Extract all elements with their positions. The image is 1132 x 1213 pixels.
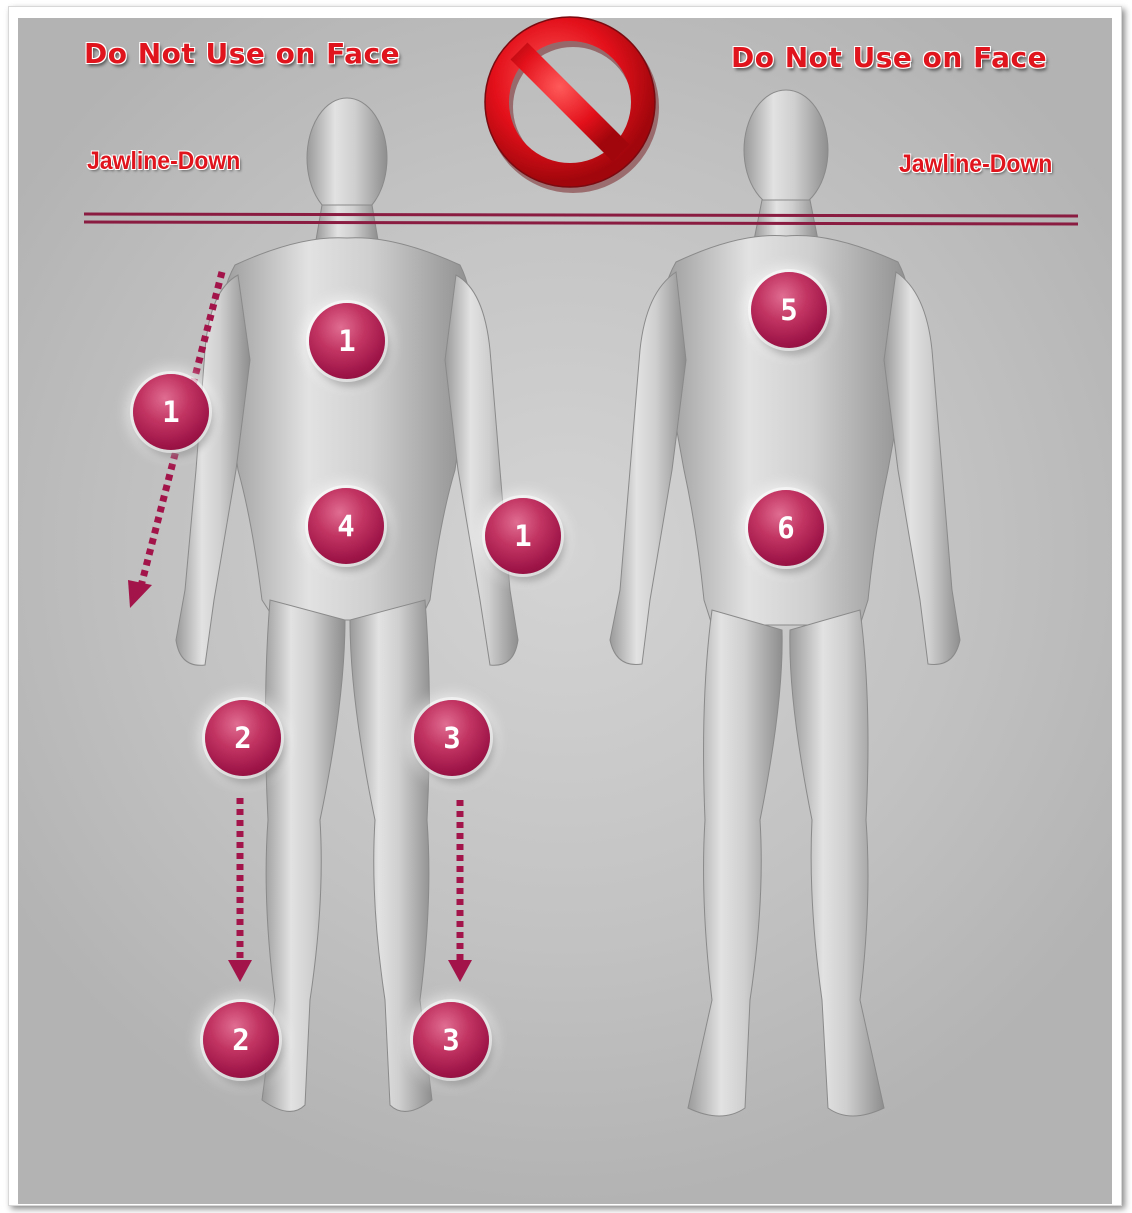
marker-front-left-thigh: 3 <box>414 700 490 776</box>
jawline-label-right: Jawline-Down <box>899 150 1052 179</box>
jawline-line <box>84 214 1078 224</box>
marker-front-chest: 1 <box>309 303 385 379</box>
marker-front-left-ankle: 3 <box>413 1002 489 1078</box>
back-body-figure <box>610 90 960 1116</box>
marker-front-right-arm: 1 <box>133 374 209 450</box>
arrow-right-leg-down <box>228 798 252 982</box>
marker-back-lower: 6 <box>748 490 824 566</box>
warning-title-right: Do Not Use on Face <box>731 41 1047 74</box>
marker-front-left-wrist: 1 <box>485 498 561 574</box>
warning-title-left: Do Not Use on Face <box>84 37 400 70</box>
jawline-label-left: Jawline-Down <box>87 147 240 176</box>
front-body-figure <box>176 98 518 1111</box>
no-symbol-icon <box>485 17 655 187</box>
arrow-left-leg-down <box>448 800 472 982</box>
marker-front-abdomen: 4 <box>308 488 384 564</box>
marker-front-right-ankle: 2 <box>203 1002 279 1078</box>
marker-back-upper: 5 <box>751 272 827 348</box>
marker-front-right-thigh: 2 <box>205 700 281 776</box>
